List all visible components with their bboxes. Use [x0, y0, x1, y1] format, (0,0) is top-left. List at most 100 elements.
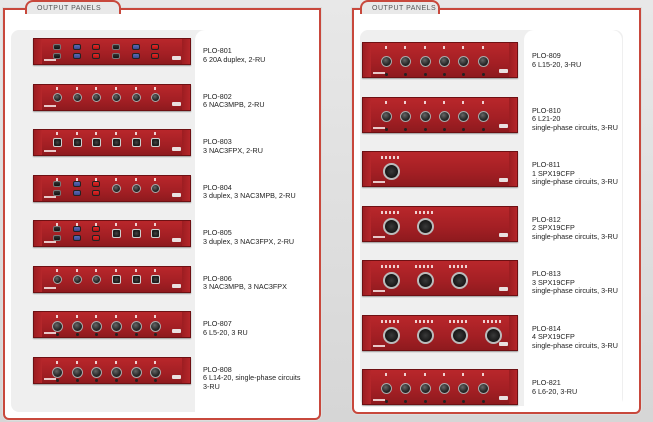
indicator-mark — [415, 265, 417, 268]
label-strip — [373, 181, 385, 183]
rack-panel-image[interactable] — [33, 311, 191, 338]
rack-ear — [509, 43, 517, 77]
rack-panel-image[interactable] — [362, 314, 518, 351]
panel-spec-line: 3 duplex, 3 NAC3FPX, 2-RU — [203, 236, 295, 246]
panel-spec-line: 6 L5-20, 3 RU — [203, 327, 248, 337]
rack-panel-image[interactable] — [33, 83, 191, 111]
output-panels-tab-right[interactable]: OUTPUT PANELS — [360, 0, 440, 14]
rack-panel-image[interactable] — [362, 260, 518, 296]
rack-ear — [34, 357, 42, 383]
label-strip — [44, 195, 56, 198]
indicator-mark — [115, 86, 117, 90]
round-connector-icon — [131, 92, 141, 102]
label-strip — [373, 126, 385, 129]
duplex-outlet-icon — [92, 53, 101, 59]
indicator-mark — [56, 132, 58, 135]
brand-logo-icon — [172, 192, 181, 197]
panel-spec-line: single-phase circuits, 3-RU — [532, 231, 618, 241]
panel-spec-line: 3-RU — [203, 381, 220, 391]
round-connector-icon — [91, 321, 103, 332]
rack-panel-image[interactable] — [33, 356, 191, 384]
indicator-mark — [404, 100, 407, 104]
square-connector-icon — [53, 138, 62, 147]
rack-panel-image[interactable] — [362, 96, 518, 133]
indicator-mark — [381, 319, 383, 323]
rack-ear — [363, 152, 371, 186]
duplex-outlet-icon — [72, 53, 81, 59]
screw-icon — [423, 73, 427, 76]
screw-icon — [462, 400, 466, 403]
panel-spec-line: 3 NAC3MPB, 3 NAC3FPX — [203, 282, 287, 292]
brand-logo-icon — [499, 178, 508, 182]
indicator-mark — [397, 265, 399, 268]
square-connector-icon — [112, 274, 121, 284]
indicator-mark — [154, 315, 157, 318]
rack-panel-image[interactable] — [33, 174, 191, 202]
rack-ear — [363, 43, 371, 77]
indicator-mark — [75, 86, 78, 90]
round-connector-icon — [151, 92, 161, 102]
panel-spec-line: 6 20A duplex, 2-RU — [203, 54, 266, 64]
indicator-mark — [423, 100, 426, 104]
indicator-mark — [393, 156, 395, 159]
indicator-mark — [385, 156, 387, 159]
screw-icon — [404, 73, 408, 76]
round-connector-icon — [150, 321, 162, 332]
rack-ear — [363, 370, 371, 404]
round-connector-icon — [92, 274, 102, 284]
panel-spec-line: 6 L14-20, single-phase circuits — [203, 373, 301, 383]
indicator-mark — [389, 210, 391, 214]
duplex-outlet-icon — [72, 180, 81, 187]
screw-icon — [443, 73, 446, 76]
rack-panel-image[interactable] — [33, 38, 191, 65]
rack-panel-image[interactable] — [33, 265, 191, 293]
rack-panel-image[interactable] — [362, 151, 518, 187]
rack-panel-image[interactable] — [33, 129, 191, 156]
rack-panel-image[interactable] — [33, 220, 191, 247]
panel-model-number: PLO-804 — [203, 182, 232, 192]
panel-model-number: PLO-801 — [203, 46, 232, 55]
screw-icon — [481, 73, 485, 76]
duplex-outlet-icon — [72, 44, 81, 50]
screw-icon — [56, 378, 59, 382]
indicator-mark — [404, 46, 407, 49]
indicator-mark — [389, 265, 391, 268]
indicator-mark — [461, 319, 463, 323]
indicator-mark — [389, 319, 391, 323]
output-panels-tab-left[interactable]: OUTPUT PANELS — [25, 0, 121, 14]
indicator-mark — [134, 360, 137, 364]
duplex-outlet-icon — [92, 189, 101, 196]
rack-panel-image[interactable] — [362, 369, 518, 405]
brand-logo-icon — [172, 238, 181, 242]
indicator-mark — [419, 319, 421, 323]
round-connector-icon — [111, 321, 122, 332]
indicator-mark — [461, 265, 463, 268]
rack-panel-image[interactable] — [362, 42, 518, 78]
round-connector-icon — [439, 56, 450, 67]
indicator-mark — [415, 319, 417, 323]
rack-ear — [182, 39, 190, 64]
round-connector-icon — [71, 366, 83, 378]
rack-ear — [182, 357, 190, 383]
rack-ear — [509, 152, 517, 186]
rack-panel-image[interactable] — [362, 205, 518, 242]
multipin-connector-icon — [417, 326, 434, 344]
screw-icon — [134, 378, 138, 382]
